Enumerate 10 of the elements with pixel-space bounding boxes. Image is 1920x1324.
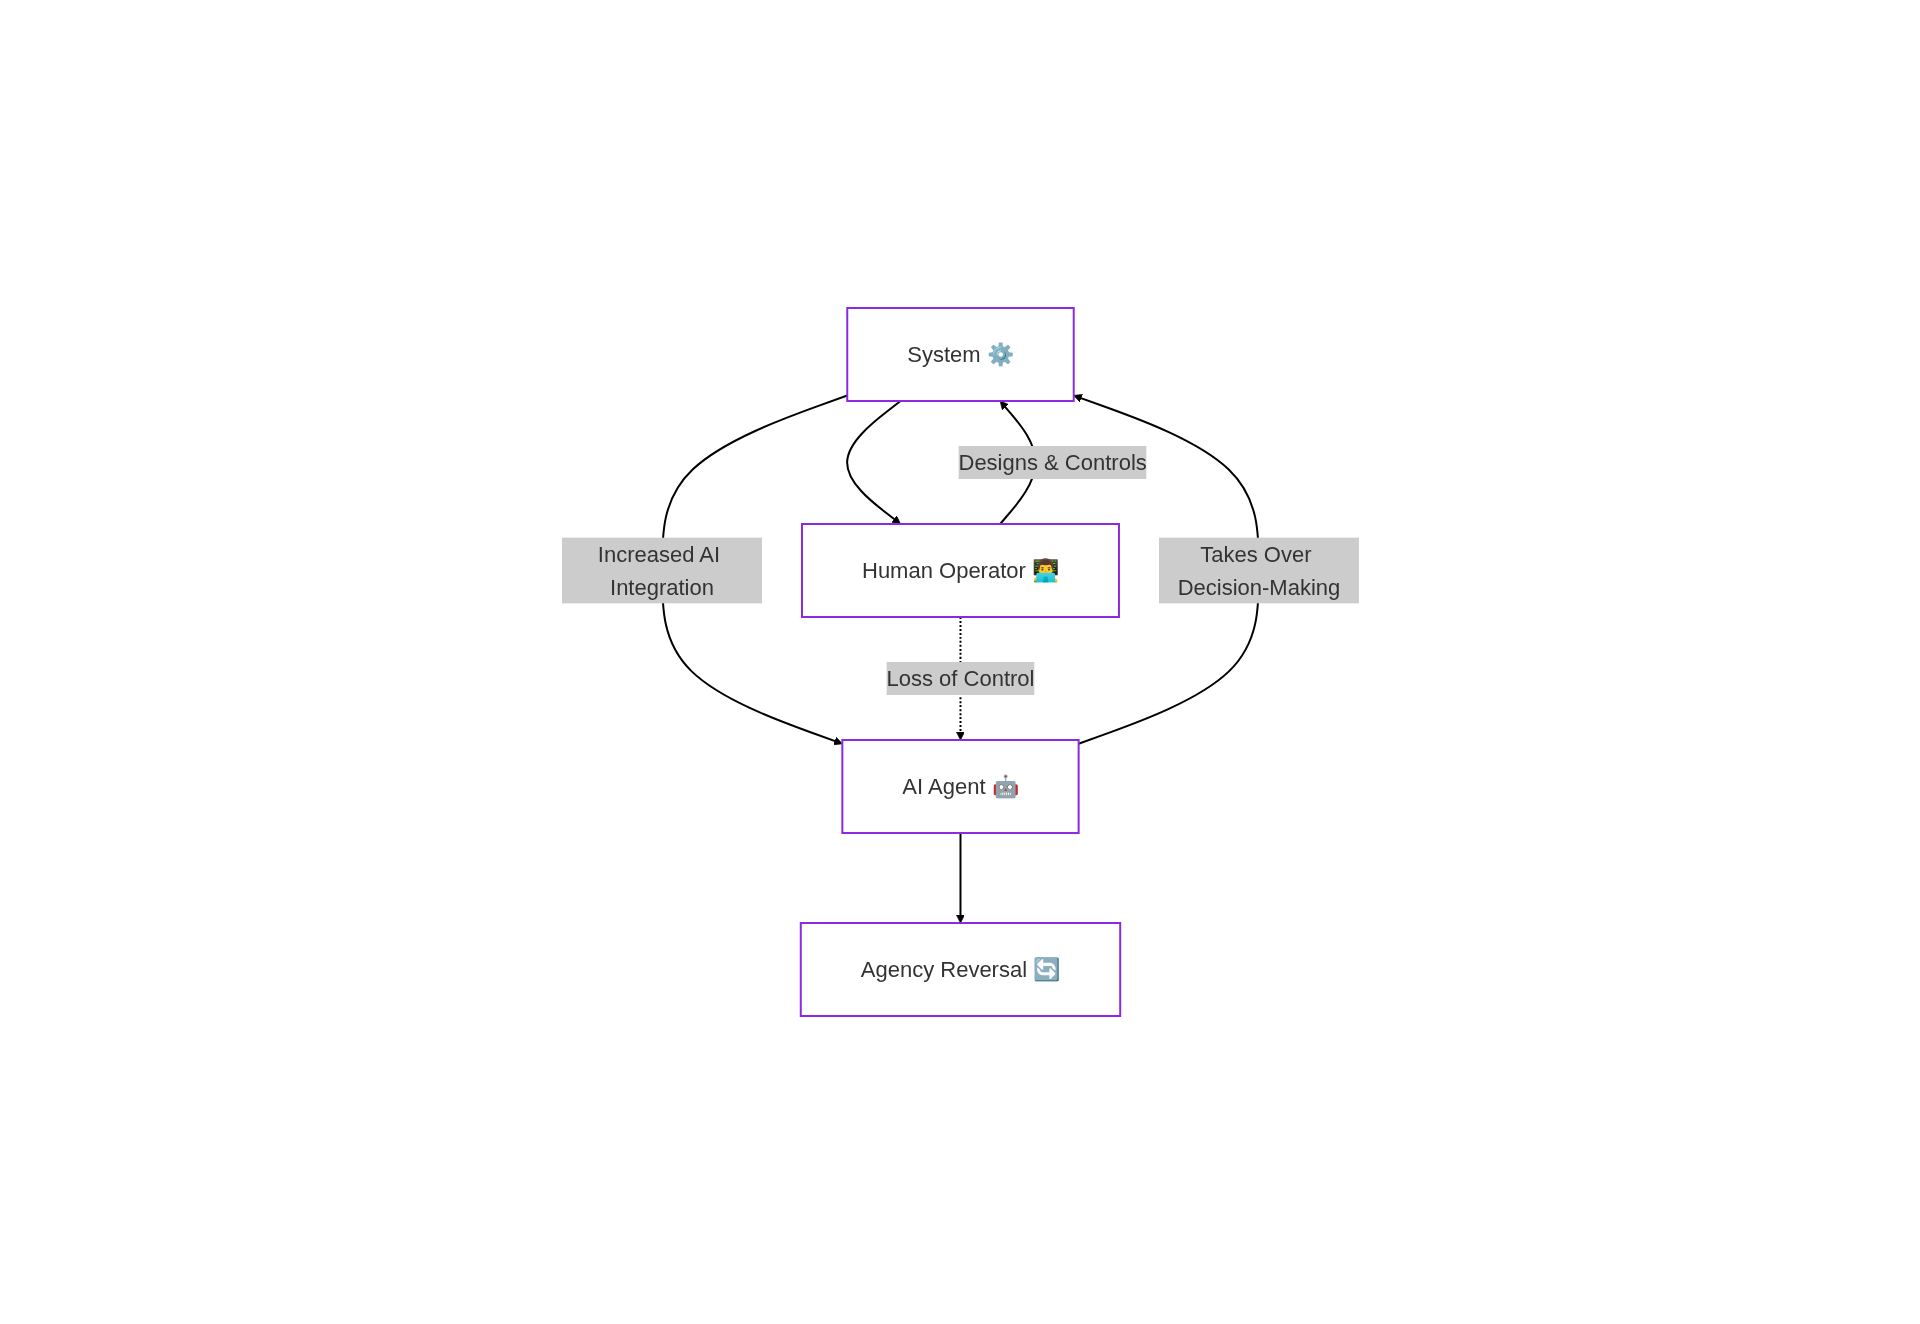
node-box: System ⚙ bbox=[845, 307, 1075, 402]
arrow bbox=[955, 832, 965, 924]
node-box: Agency Reversal 🔄 bbox=[799, 922, 1121, 1017]
arrow bbox=[845, 400, 902, 525]
edge-label: Designs & Controls bbox=[958, 450, 1147, 475]
node-box: AI Agent 🤖 bbox=[840, 739, 1080, 834]
edge-label: Increased AI Integration bbox=[597, 541, 720, 600]
edge-label: Takes Over Decision-Making bbox=[1177, 541, 1340, 600]
node-box: Human Operator 👨‍💻 bbox=[800, 523, 1120, 618]
edge-label: Loss of Control bbox=[886, 666, 1034, 691]
